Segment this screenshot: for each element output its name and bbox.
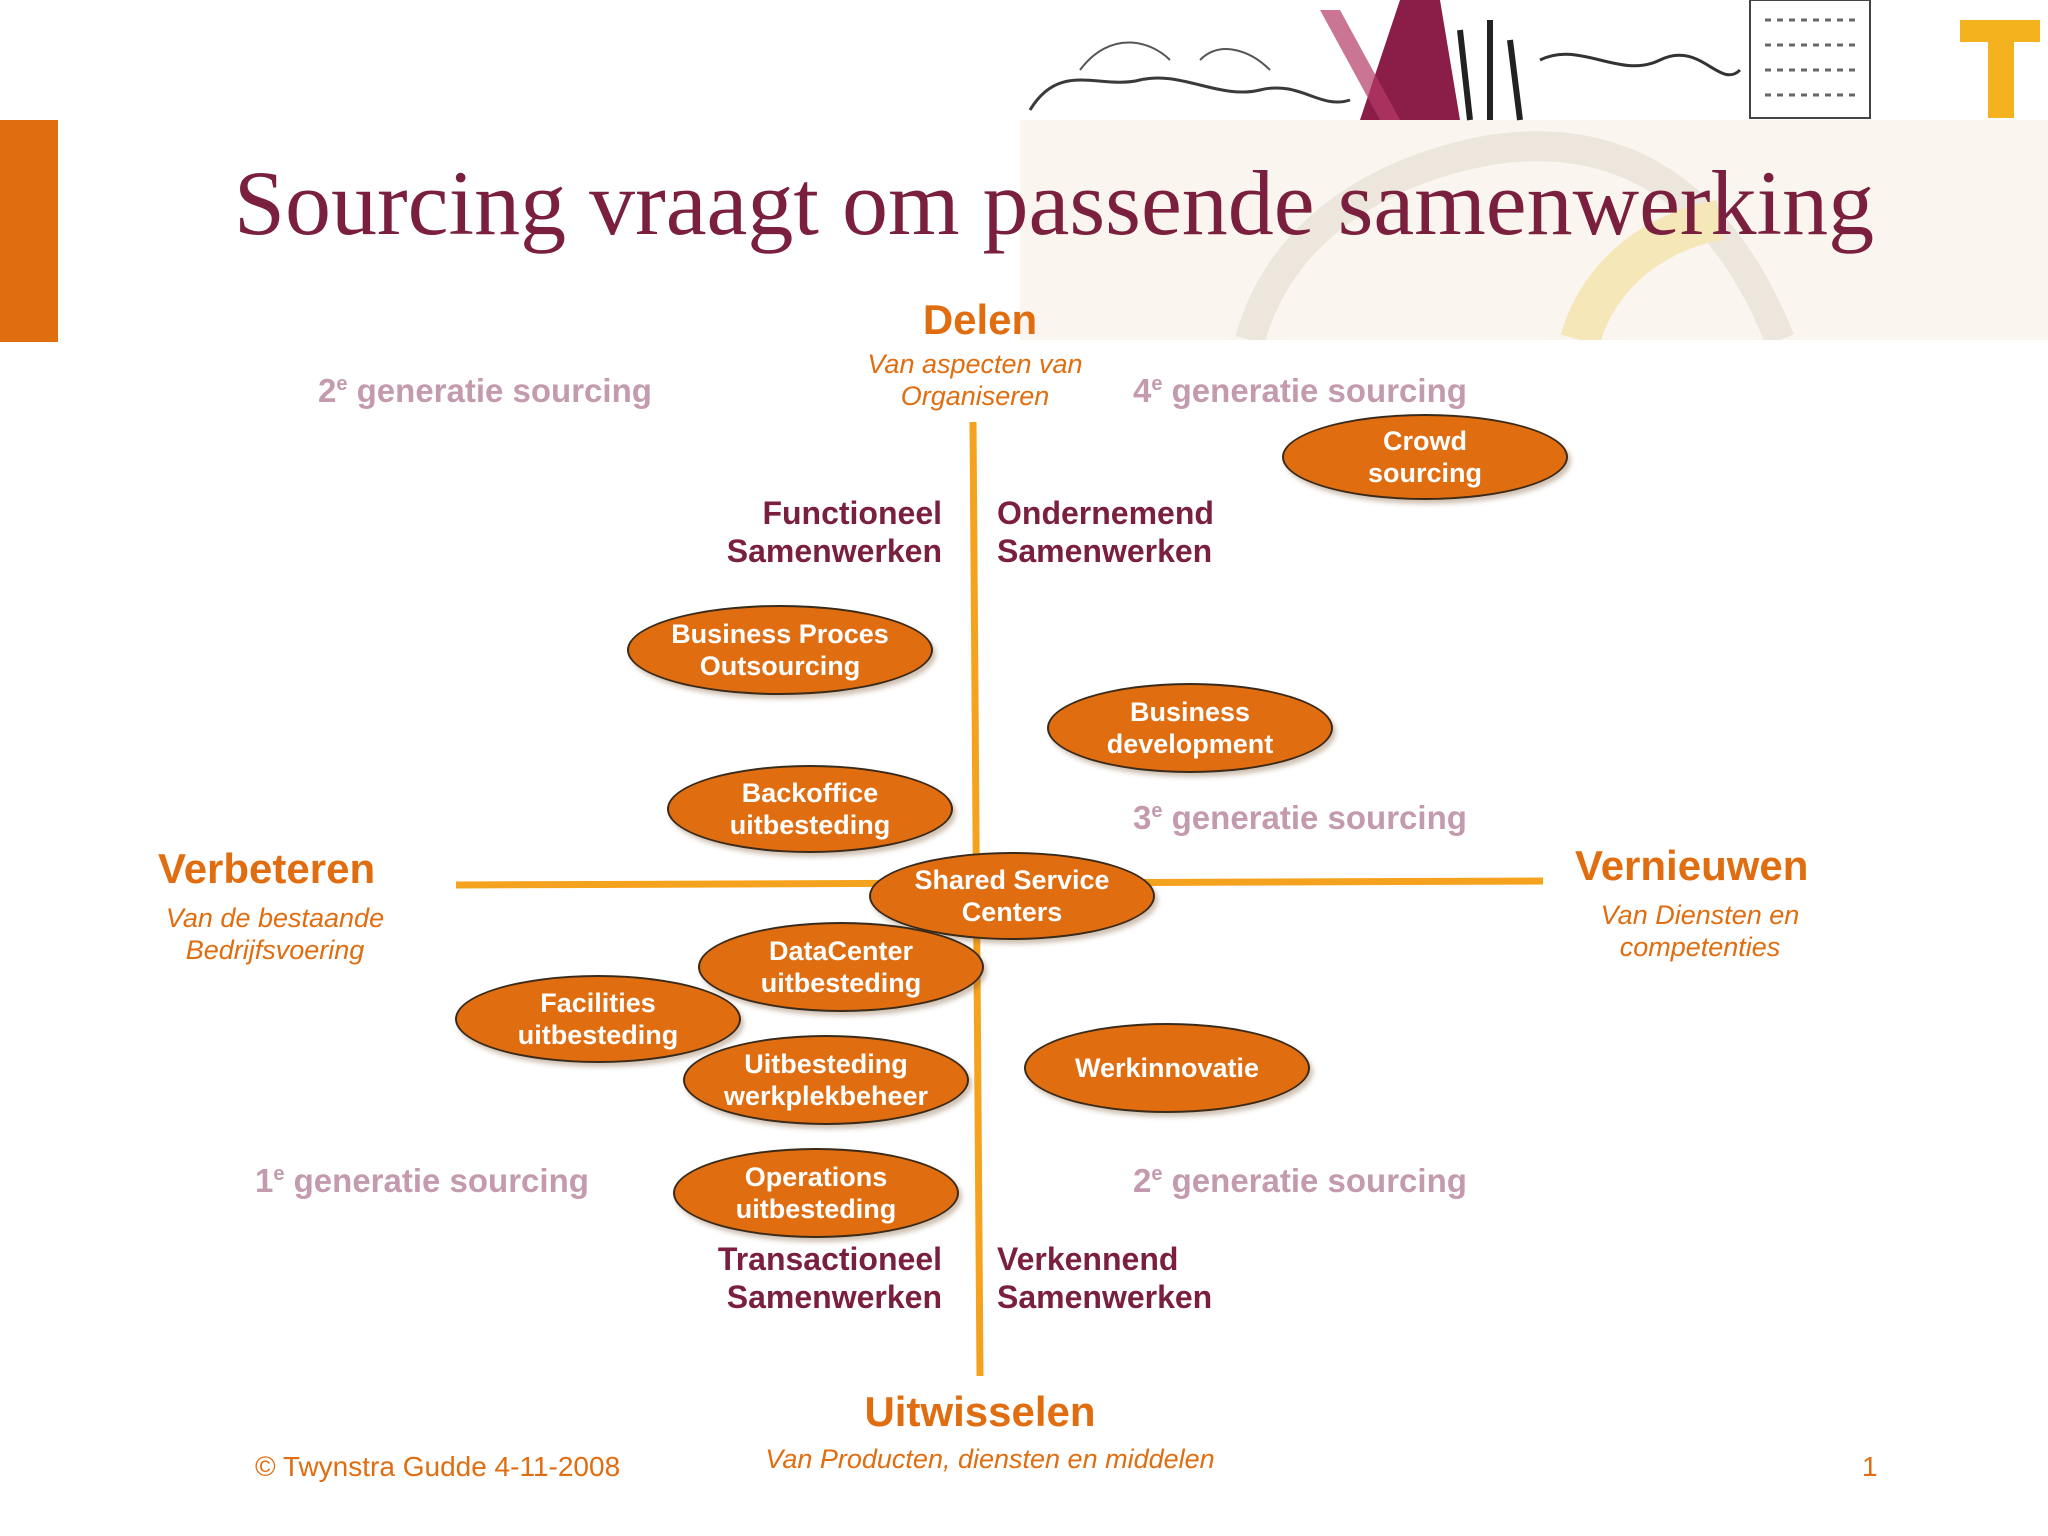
axis-label-top: Delen <box>922 296 1038 343</box>
ellipse-shared-service-centers: Shared Service Centers <box>869 852 1155 940</box>
ellipse-werkinnovatie: Werkinnovatie <box>1024 1023 1310 1113</box>
ellipse-operations-uitbesteding: Operations uitbesteding <box>673 1148 959 1238</box>
generation-label-top-left: 2e generatie sourcing <box>318 372 652 409</box>
ellipse-uitbesteding-werkplekbeheer: Uitbesteding werkplekbeheer <box>683 1035 969 1125</box>
collaboration-label-top-right: Ondernemend Samenwerken <box>997 495 1214 569</box>
axis-label-bottom: Uitwisselen <box>864 1388 1096 1435</box>
generation-label-top-right: 4e generatie sourcing <box>1133 372 1467 409</box>
axis-sub-right: Van Diensten en competenties <box>1600 900 1800 962</box>
axis-sub-left: Van de bestaande Bedrijfsvoering <box>165 903 385 965</box>
ellipse-business-proces-outsourcing: Business Proces Outsourcing <box>627 605 933 695</box>
axis-label-right: Vernieuwen <box>1575 842 1809 889</box>
axis-label-left: Verbeteren <box>158 845 376 892</box>
ellipse-crowd-sourcing: Crowd sourcing <box>1282 414 1568 500</box>
page-number: 1 <box>1862 1451 1878 1482</box>
collaboration-label-bottom-right: Verkennend Samenwerken <box>997 1241 1213 1315</box>
generation-label-bottom-right: 2e generatie sourcing <box>1133 1162 1467 1199</box>
collaboration-label-top-left: Functioneel Samenwerken <box>726 495 942 569</box>
generation-label-mid-right: 3e generatie sourcing <box>1133 799 1467 836</box>
ellipse-datacenter-uitbesteding: DataCenter uitbesteding <box>698 922 984 1012</box>
footer-copyright: © Twynstra Gudde 4-11-2008 <box>255 1451 621 1482</box>
axis-sub-bottom: Van Producten, diensten en middelen <box>765 1444 1215 1474</box>
ellipse-business-development: Business development <box>1047 683 1333 773</box>
axis-sub-top: Van aspecten van Organiseren <box>867 349 1083 411</box>
slide-title: Sourcing vraagt om passende samenwerking <box>233 152 1875 254</box>
ellipse-facilities-uitbesteding: Facilities uitbesteding <box>455 975 741 1063</box>
ellipse-backoffice-uitbesteding: Backoffice uitbesteding <box>667 765 953 853</box>
generation-label-bottom-left: 1e generatie sourcing <box>255 1162 589 1199</box>
left-accent-bar <box>0 120 58 342</box>
collaboration-label-bottom-left: Transactioneel Samenwerken <box>717 1241 942 1315</box>
header-sketch-illustration <box>1020 0 2048 340</box>
